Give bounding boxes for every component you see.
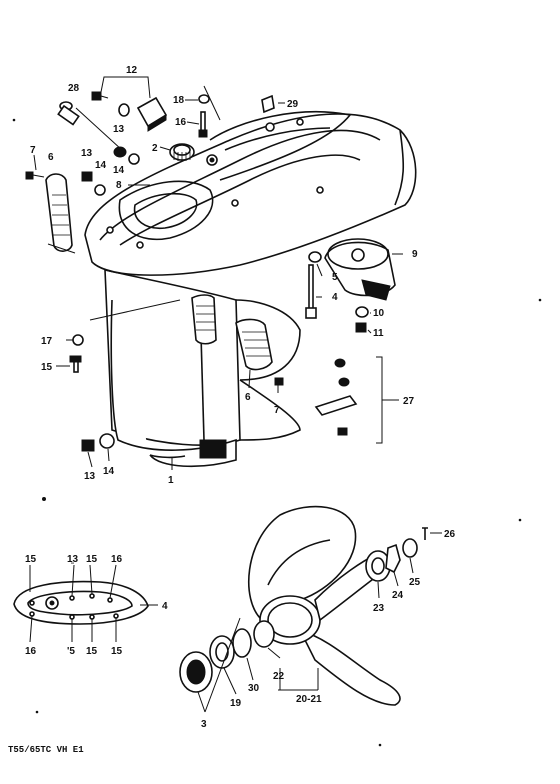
callout-16-upper: 16 [175,117,187,128]
cotter-pin-26 [422,527,428,540]
callout-2: 2 [152,143,158,154]
bolt-4 [305,264,317,319]
thrust-hub-3 [179,651,213,693]
inset-callout-15b: 15 [86,554,98,565]
inset-callout-4: 4 [162,601,168,612]
bolt-28 [57,101,80,126]
washer-23 [365,550,391,582]
inset-callout-16a: 16 [111,554,123,565]
callout-24: 24 [392,590,404,601]
bolt-11 [355,322,367,333]
callout-14-lower: 14 [103,466,115,477]
callout-4: 4 [332,292,338,303]
bolt-16-upper [198,111,208,138]
callout-12: 12 [126,65,138,76]
inset-plan-view [13,580,149,625]
thrust-washer-19 [209,635,235,669]
diagram-caption: T55/65TC VH E1 [8,745,84,755]
propeller-20-21 [247,505,401,706]
callout-labels: 12 28 18 29 16 13 2 7 6 13 14 14 8 9 5 4… [25,65,456,730]
callout-14-mid: 14 [95,160,107,171]
bolt-15-left [69,355,82,373]
washer-17 [72,334,84,346]
washer-10 [355,306,369,318]
callout-11: 11 [373,328,384,339]
inset-callout-15c: ʹ5 [67,646,75,657]
callout-7-right: 7 [274,405,280,416]
anode-plate-6 [45,173,73,252]
bearing-2 [169,143,195,161]
callout-1: 1 [168,475,174,486]
callout-6-right: 6 [245,392,251,403]
nut-18 [198,94,210,104]
callout-15: 15 [41,362,53,373]
callout-17: 17 [41,336,53,347]
bolt-12 [91,91,130,117]
callout-14-upper: 14 [113,165,125,176]
washer-5 [308,251,322,263]
callout-18: 18 [173,95,185,106]
washer-30 [232,628,252,658]
nut-24 [385,543,401,574]
callout-23: 23 [373,603,385,614]
callout-30: 30 [248,683,260,694]
water-pump-9 [324,238,396,301]
callout-6-left: 6 [48,152,54,163]
callout-13-lower: 13 [84,471,96,482]
scan-specks [12,118,542,747]
spacer-22 [253,620,275,648]
bolt-13-mid [81,171,93,182]
kit-27 [314,358,358,436]
cap-25 [402,538,418,558]
bolt-7-right [274,377,284,386]
callout-29: 29 [287,99,299,110]
washer-14 [94,184,106,196]
callout-13-upper: 13 [113,124,125,135]
bolt-13-lower [81,439,95,452]
callout-3: 3 [201,719,207,730]
leader-lines [29,76,442,713]
inset-callout-15e: 15 [111,646,123,657]
callout-20-21: 20-21 [296,694,322,705]
inset-callout-15d: 15 [86,646,98,657]
cap-29 [261,94,275,114]
callout-7-left: 7 [30,145,36,156]
bolt-13-upper [113,146,140,165]
callout-8: 8 [116,180,122,191]
anode-plate-6-right [191,294,273,371]
anode-block-12 [136,96,168,132]
callout-25: 25 [409,577,421,588]
callout-22: 22 [273,671,285,682]
callout-27: 27 [403,396,415,407]
bolt-7-left [25,171,45,180]
inset-callout-16b: 16 [25,646,37,657]
washer-14-lower [99,433,115,449]
callout-9: 9 [412,249,418,260]
callout-28: 28 [68,83,80,94]
inset-callout-15a: 15 [25,554,37,565]
callout-19: 19 [230,698,242,709]
inset-callout-13: 1͈3 [67,554,79,565]
callout-13-mid: 13 [81,148,93,159]
callout-5: 5 [332,272,338,283]
callout-26: 26 [444,529,456,540]
callout-10: 10 [373,308,385,319]
